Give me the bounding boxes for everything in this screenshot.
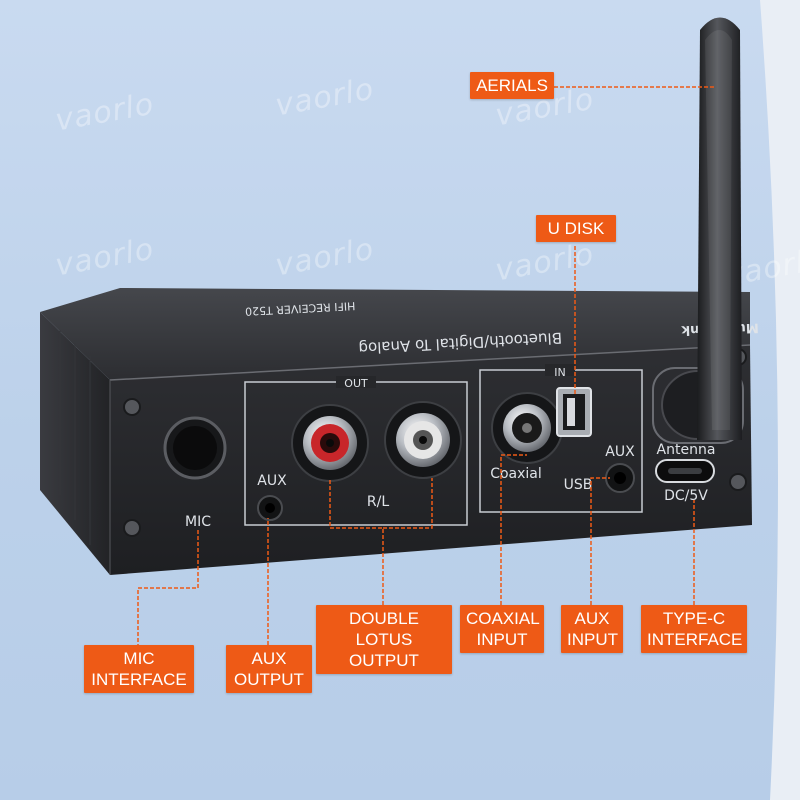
mic-interface-line-2: INTERFACE: [91, 670, 187, 689]
u-disk-callout: U DISK: [536, 215, 616, 242]
rl-label: R/L: [367, 494, 389, 510]
aux-output-callout: AUX OUTPUT: [226, 645, 312, 693]
coaxial-input-line-2: INPUT: [476, 630, 528, 649]
usb-label: USB: [564, 477, 593, 493]
double-lotus-line-2: LOTUS OUTPUT: [349, 630, 419, 670]
aux-out-jack: AUX: [257, 473, 287, 521]
aux-in-jack: AUX: [605, 444, 635, 493]
aux-in-label: AUX: [605, 444, 635, 460]
aux-input-callout: AUX INPUT: [561, 605, 623, 653]
coaxial-label: Coaxial: [490, 466, 542, 482]
type-c-port: DC/5V: [655, 459, 715, 504]
in-label: IN: [554, 366, 565, 379]
coaxial-jack: Coaxial: [490, 392, 563, 482]
aerials-callout: AERIALS: [470, 72, 554, 99]
usb-port: USB: [556, 387, 593, 493]
aux-out-label: AUX: [257, 473, 287, 489]
aux-output-line-1: AUX: [251, 649, 287, 668]
antenna-label: Antenna: [657, 442, 716, 458]
rca-white-jack: [384, 401, 462, 479]
type-c-line-1: TYPE-C: [662, 609, 726, 628]
mic-jack: MIC: [163, 416, 227, 530]
model-text-label: HIFI RECEIVER T520: [245, 299, 356, 318]
antenna-rod: [697, 17, 742, 440]
mic-label: MIC: [185, 514, 211, 530]
double-lotus-line-1: DOUBLE: [349, 609, 419, 628]
aux-output-line-2: OUTPUT: [234, 670, 304, 689]
mic-interface-line-1: MIC: [123, 649, 155, 668]
type-c-interface-callout: TYPE-C INTERFACE: [641, 605, 747, 653]
aux-input-line-2: INPUT: [567, 630, 618, 649]
type-c-line-2: INTERFACE: [647, 630, 743, 649]
dc-label: DC/5V: [664, 488, 708, 504]
double-lotus-output-callout: DOUBLE LOTUS OUTPUT: [316, 605, 452, 674]
coaxial-input-callout: COAXIAL INPUT: [460, 605, 544, 653]
aerials-text: AERIALS: [476, 76, 548, 95]
u-disk-text: U DISK: [547, 219, 605, 238]
coaxial-input-line-1: COAXIAL: [466, 609, 540, 628]
out-panel: OUT: [244, 376, 468, 526]
mic-interface-callout: MIC INTERFACE: [84, 645, 194, 693]
leader-lines: [137, 86, 715, 648]
in-panel: IN: [479, 364, 643, 513]
rca-red-jack: [291, 404, 369, 482]
out-label: OUT: [344, 377, 368, 390]
aux-input-line-1: AUX: [574, 609, 610, 628]
